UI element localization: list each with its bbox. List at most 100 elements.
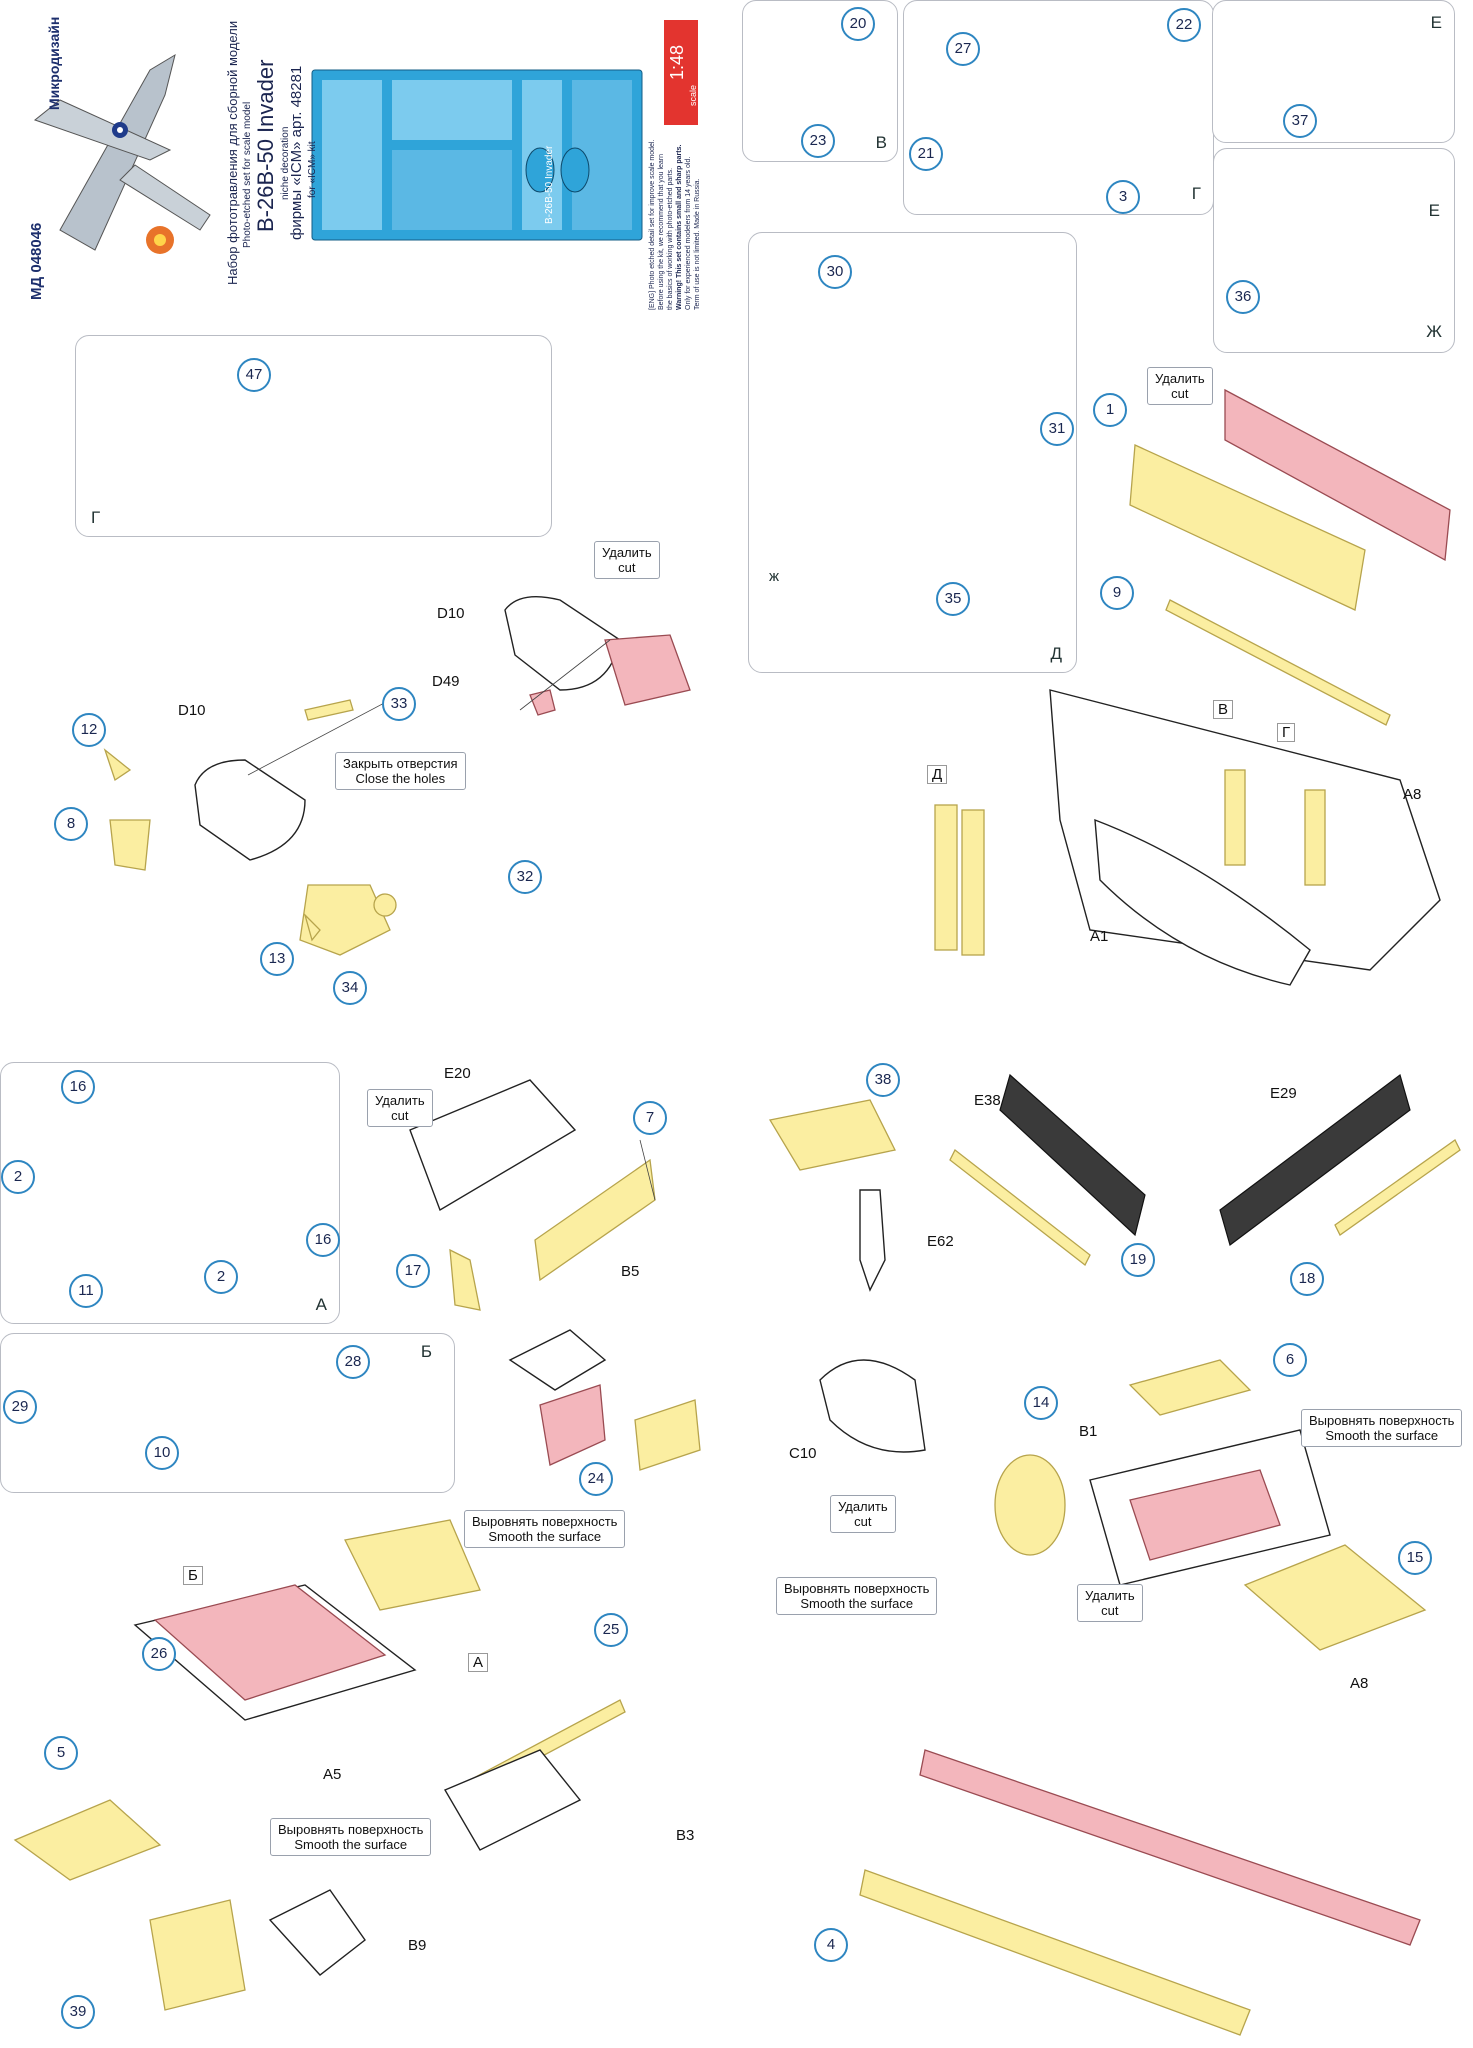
part-callout-18: 18 (1290, 1262, 1324, 1296)
part-callout-38: 38 (866, 1063, 900, 1097)
scale-value: 1:48 (667, 44, 687, 80)
label-v-mark: В (1213, 700, 1234, 719)
part-callout-24: 24 (579, 1462, 613, 1496)
scale-en: scale (688, 84, 698, 106)
panel-g-left: Г (75, 335, 552, 537)
part-callout-47: 47 (237, 358, 271, 392)
part-callout-16a: 16 (61, 1070, 95, 1104)
panel-letter: Е (1428, 201, 1440, 220)
part-callout-6: 6 (1273, 1343, 1307, 1377)
part-callout-27: 27 (946, 32, 980, 66)
panel-g-top: Г (903, 0, 1214, 215)
part-callout-33: 33 (382, 687, 416, 721)
part-callout-11: 11 (69, 1274, 103, 1308)
part-callout-32: 32 (508, 860, 542, 894)
panel-letter: Г (1191, 184, 1201, 203)
fret-label: B-26B-50 Invader (544, 145, 555, 224)
label-d10-left: D10 (178, 702, 206, 719)
panel-letter: Е (1430, 13, 1442, 32)
part-callout-22: 22 (1167, 8, 1201, 42)
photo-etch-fret (311, 69, 643, 241)
label-e62: E62 (927, 1233, 954, 1250)
part-callout-39: 39 (61, 1995, 95, 2029)
model-title: B-26B-50 Invader (253, 59, 278, 232)
label-b9: B9 (408, 1937, 427, 1954)
panel-d: ж Д (748, 232, 1077, 673)
part-callout-14: 14 (1024, 1386, 1058, 1420)
panel-letter: Ж (1426, 322, 1442, 341)
panel-b: Б (0, 1333, 455, 1493)
label-b-mark: Б (183, 1566, 203, 1585)
label-b3: B3 (676, 1827, 695, 1844)
article-number: МД 048046 (28, 222, 45, 300)
part-callout-8: 8 (54, 807, 88, 841)
part-callout-9: 9 (1100, 576, 1134, 610)
label-d10-top: D10 (437, 605, 465, 622)
part-callout-30: 30 (818, 255, 852, 289)
scale-badge (664, 20, 698, 125)
title-en: Photo-etched set for scale model (242, 101, 253, 248)
kit-ru: фирмы «ICM» арт. 48281 (288, 65, 305, 240)
disclaimer-text: [ENG] Photo etched detail set for improv… (649, 139, 701, 310)
panel-letter: Б (420, 1342, 432, 1361)
part-callout-5: 5 (44, 1736, 78, 1770)
label-b1: B1 (1079, 1423, 1098, 1440)
label-a5: A5 (323, 1766, 342, 1783)
part-callout-4: 4 (814, 1928, 848, 1962)
part-callout-2b: 2 (204, 1260, 238, 1294)
part-callout-17: 17 (396, 1254, 430, 1288)
label-d49: D49 (432, 673, 460, 690)
part-callout-15: 15 (1398, 1541, 1432, 1575)
label-a8-top: A8 (1403, 786, 1422, 803)
label-e38: E38 (974, 1092, 1001, 1109)
part-callout-23: 23 (801, 124, 835, 158)
aircraft-illustration (33, 53, 211, 254)
part-callout-7: 7 (633, 1101, 667, 1135)
label-a1: A1 (1090, 928, 1109, 945)
panel-letter: Г (91, 508, 101, 527)
part-callout-29: 29 (3, 1390, 37, 1424)
part-callout-13: 13 (260, 942, 294, 976)
label-e29: E29 (1270, 1085, 1297, 1102)
part-callout-2a: 2 (1, 1160, 35, 1194)
panel-a: А (0, 1062, 340, 1324)
panel-letter: В (875, 133, 887, 152)
part-callout-28: 28 (336, 1345, 370, 1379)
part-callout-10: 10 (145, 1436, 179, 1470)
part-callout-21: 21 (909, 137, 943, 171)
part-callout-36: 36 (1226, 280, 1260, 314)
part-callout-20: 20 (841, 7, 875, 41)
label-b5: B5 (621, 1263, 640, 1280)
label-c10: C10 (789, 1445, 817, 1462)
part-callout-16b: 16 (306, 1223, 340, 1257)
part-callout-35: 35 (936, 582, 970, 616)
title-ru: Набор фототравления для сборной модели (225, 20, 240, 285)
label-e20: E20 (444, 1065, 471, 1082)
scale-ru: масштаб (698, 82, 708, 120)
part-callout-19: 19 (1121, 1243, 1155, 1277)
brand-logo-text: Микродизайн (46, 16, 62, 110)
label-d-mark: Д (927, 765, 948, 784)
panel-e-top: Е (1212, 0, 1455, 143)
panel-letter: ж (769, 568, 780, 585)
label-a8-bottom: A8 (1350, 1675, 1369, 1692)
part-callout-37: 37 (1283, 104, 1317, 138)
panel-e-zh: Е Ж (1213, 148, 1455, 353)
part-callout-31: 31 (1040, 412, 1074, 446)
part-callout-26: 26 (142, 1637, 176, 1671)
part-callout-34: 34 (333, 971, 367, 1005)
label-g-mark: Г (1277, 723, 1296, 742)
part-callout-3: 3 (1106, 180, 1140, 214)
part-callout-25: 25 (594, 1613, 628, 1647)
part-callout-1: 1 (1093, 393, 1127, 427)
panel-letter: Д (1050, 644, 1062, 663)
part-callout-12: 12 (72, 713, 106, 747)
